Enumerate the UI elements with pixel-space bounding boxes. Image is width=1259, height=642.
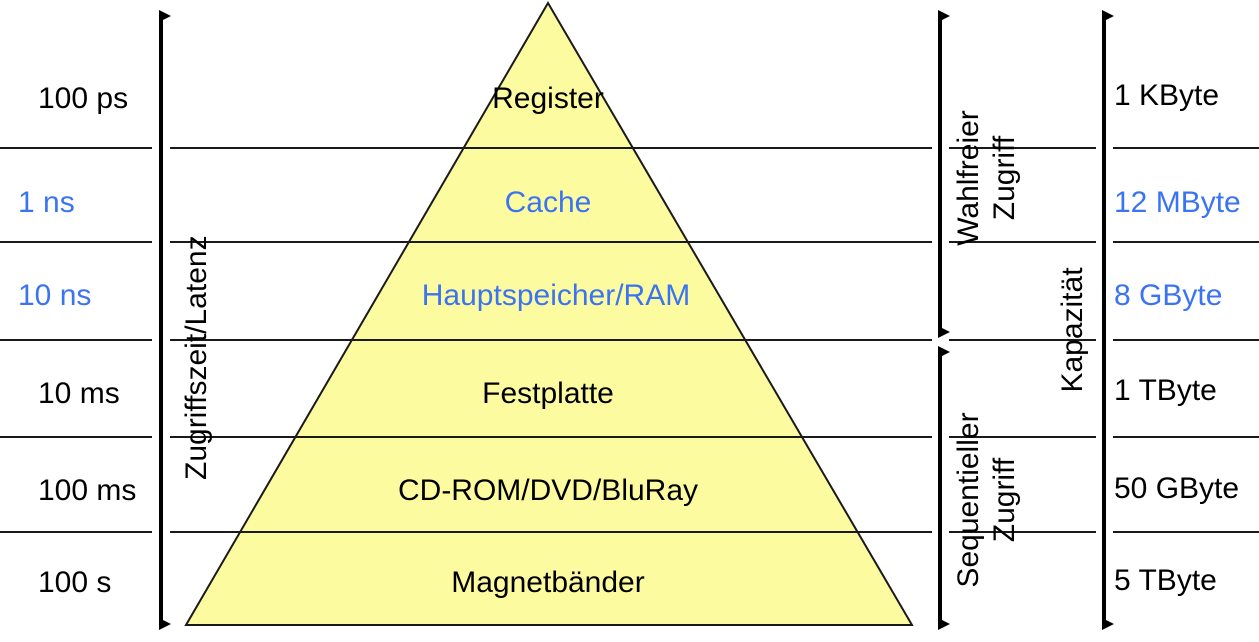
- latency-value-register: 100 ps: [38, 82, 128, 115]
- tier-label-register: Register: [492, 82, 604, 115]
- tier-labels: Register Cache Hauptspeicher/RAM Festpla…: [398, 82, 698, 599]
- sequential-access-label-line1: Sequentieller: [952, 412, 985, 587]
- sequential-access-label-line2: Zugriff: [988, 457, 1021, 542]
- latency-value-cache: 1 ns: [18, 186, 75, 219]
- random-access-label-line2: Zugriff: [988, 135, 1021, 220]
- latency-axis-title: Zugriffszeit/Latenz: [180, 235, 213, 480]
- tier-label-main-memory: Hauptspeicher/RAM: [422, 279, 690, 312]
- latency-value-hard-disk: 10 ms: [38, 377, 120, 410]
- tier-label-cache: Cache: [505, 186, 592, 219]
- capacity-value-cache: 12 MByte: [1114, 186, 1241, 219]
- capacity-value-magnetic-tape: 5 TByte: [1114, 564, 1217, 597]
- access-type-axis: Wahlfreier Zugriff Sequentieller Zugriff: [938, 10, 1021, 630]
- latency-value-main-memory: 10 ns: [18, 279, 91, 312]
- tier-label-hard-disk: Festplatte: [482, 377, 614, 410]
- pyramid-outline: [184, 1, 914, 626]
- latency-value-magnetic-tape: 100 s: [38, 566, 111, 599]
- latency-values: 100 ps 1 ns 10 ns 10 ms 100 ms 100 s: [18, 82, 136, 599]
- latency-value-optical-disc: 100 ms: [38, 474, 136, 507]
- capacity-value-main-memory: 8 GByte: [1114, 279, 1222, 312]
- tier-label-magnetic-tape: Magnetbänder: [451, 566, 644, 599]
- capacity-axis: Kapazität: [1056, 10, 1114, 630]
- capacity-value-register: 1 KByte: [1114, 79, 1219, 112]
- capacity-axis-title: Kapazität: [1056, 267, 1089, 393]
- capacity-value-optical-disc: 50 GByte: [1114, 472, 1239, 505]
- tier-label-optical-disc: CD-ROM/DVD/BluRay: [398, 474, 698, 507]
- capacity-value-hard-disk: 1 TByte: [1114, 374, 1217, 407]
- random-access-label-line1: Wahlfreier: [952, 110, 985, 246]
- capacity-values: 1 KByte 12 MByte 8 GByte 1 TByte 50 GByt…: [1114, 79, 1241, 597]
- latency-axis: Zugriffszeit/Latenz: [159, 10, 213, 630]
- pyramid-shape: [184, 1, 914, 626]
